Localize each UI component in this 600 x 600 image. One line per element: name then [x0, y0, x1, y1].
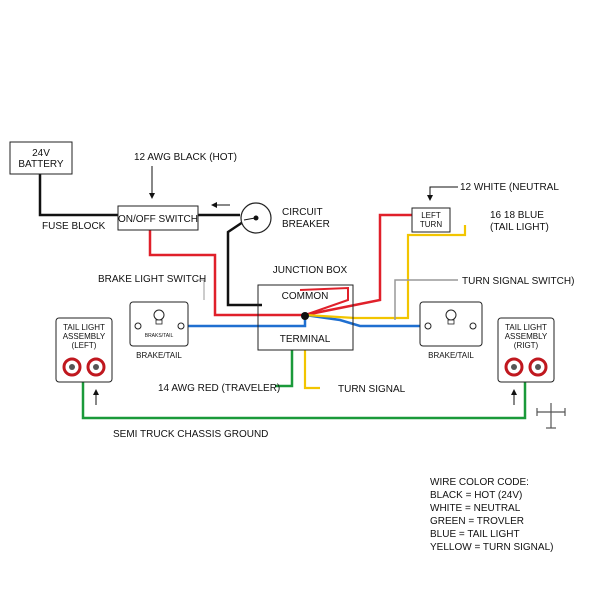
brake-tail-right-label: BRAKE/TAIL: [428, 351, 474, 360]
yellow-wire-terminal: [303, 350, 320, 390]
brake-switch-pointer: [196, 279, 205, 300]
left-turn-box: [411, 207, 451, 233]
tail-lamp-left-b-inner: [93, 364, 99, 370]
gray-wire-turn-switch: [394, 279, 458, 320]
legend-item-black: BLACK = HOT (24V): [430, 490, 522, 501]
green-wire-traveler: [275, 350, 294, 388]
black-wire-battery: [38, 165, 120, 217]
onoff-switch-label: ON/OFF SWITCH: [118, 214, 198, 225]
turn-signal-label: TURN SIGNAL: [338, 384, 406, 395]
bulb-base-left: [155, 319, 163, 325]
black-wire-breaker-junction: [226, 220, 262, 307]
battery-box: [9, 141, 73, 175]
brake-tail-small-label: BRAKS/TAIL: [145, 333, 174, 339]
junction-box: [257, 284, 354, 351]
awg-red-label: 14 AWG RED (TRAVELER): [158, 383, 280, 394]
red-wire-switch: [148, 230, 305, 317]
legend-item-green: GREEN = TROVLER: [430, 516, 524, 527]
yellow-wire-junction: [304, 225, 467, 320]
junction-box-label: JUNCTION BOX: [273, 265, 348, 276]
blue-wire-left: [184, 315, 307, 328]
bulb-icon-left: [153, 309, 165, 321]
turn-signal-switch-label: TURN SIGNAL SWITCH): [462, 276, 574, 287]
legend-item-yellow: YELLOW = TURN SIGNAL): [430, 542, 553, 553]
red-wire-left-turn: [304, 213, 412, 317]
ground-symbol-icon: [536, 403, 566, 429]
white-neutral-label: 12 WHITE (NEUTRAL: [460, 182, 559, 193]
blue-tail-label: 16 18 BLUE(TAIL LIGHT): [490, 210, 549, 233]
awg-black-label: 12 AWG BLACK (HOT): [134, 152, 237, 163]
circuit-breaker-center: [253, 215, 259, 221]
tail-lamp-right-a-inner: [511, 364, 517, 370]
common-label: COMMON: [282, 291, 329, 302]
chassis-ground-label: SEMI TRUCK CHASSIS GROUND: [113, 429, 268, 440]
screw-left-b: [177, 322, 185, 330]
brake-light-switch-label: BRAKE LIGHT SWITCH: [98, 274, 206, 285]
circuit-breaker-lever: [243, 217, 256, 221]
brake-tail-left-label: BRAKE/TAIL: [136, 351, 182, 360]
legend-item-white: WHITE = NEUTRAL: [430, 503, 521, 514]
screw-right-a: [424, 322, 432, 330]
screw-right-b: [469, 322, 477, 330]
white-neutral-arrow: [427, 186, 458, 201]
red-wire-common: [299, 286, 349, 316]
tail-lamp-right-b-inner: [535, 364, 541, 370]
bulb-base-right: [447, 319, 455, 325]
tail-lamp-left-a-inner: [69, 364, 75, 370]
onoff-switch-box: [117, 205, 199, 231]
blue-wire-right: [304, 313, 420, 328]
bulb-icon-right: [445, 309, 457, 321]
legend-item-blue: BLUE = TAIL LIGHT: [430, 529, 520, 540]
legend-title: WIRE COLOR CODE:: [430, 477, 529, 488]
junction-center: [301, 312, 309, 320]
fuse-block-label: FUSE BLOCK: [42, 221, 106, 232]
terminal-label: TERMINAL: [280, 334, 331, 345]
green-wire-ground: [81, 382, 527, 420]
wire-color-legend: WIRE COLOR CODE: BLACK = HOT (24V) WHITE…: [430, 477, 553, 553]
screw-left-a: [134, 322, 142, 330]
